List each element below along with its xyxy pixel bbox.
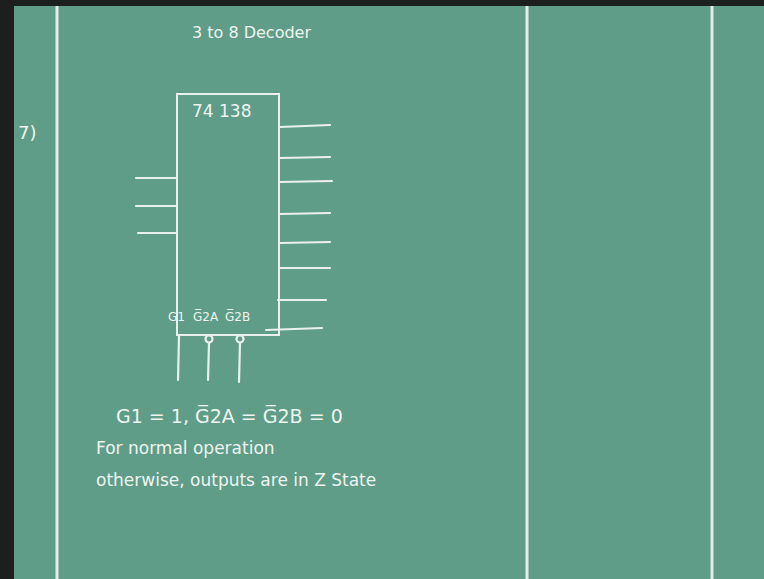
board-rule [711, 6, 714, 579]
board-rule [56, 6, 59, 579]
chip-part-number: 74 138 [192, 101, 251, 121]
note: otherwise, outputs are in Z State [96, 470, 376, 490]
chip-title: 3 to 8 Decoder [192, 23, 311, 42]
pin-name: G̅2A [193, 310, 218, 324]
pin-name: G̅2B [225, 310, 250, 324]
board-left-edge [0, 0, 14, 579]
note: For normal operation [96, 438, 275, 458]
pin-lines [136, 125, 332, 382]
decoder-chip: 3 to 8 Decoder74 138 [176, 93, 280, 336]
pin-name: G1 [168, 310, 185, 324]
enable-condition: G1 = 1, G̅2A = G̅2B = 0 [116, 405, 343, 427]
board-top-edge [0, 0, 764, 6]
problem-number: 7) [18, 122, 36, 143]
board-rule [526, 6, 529, 579]
